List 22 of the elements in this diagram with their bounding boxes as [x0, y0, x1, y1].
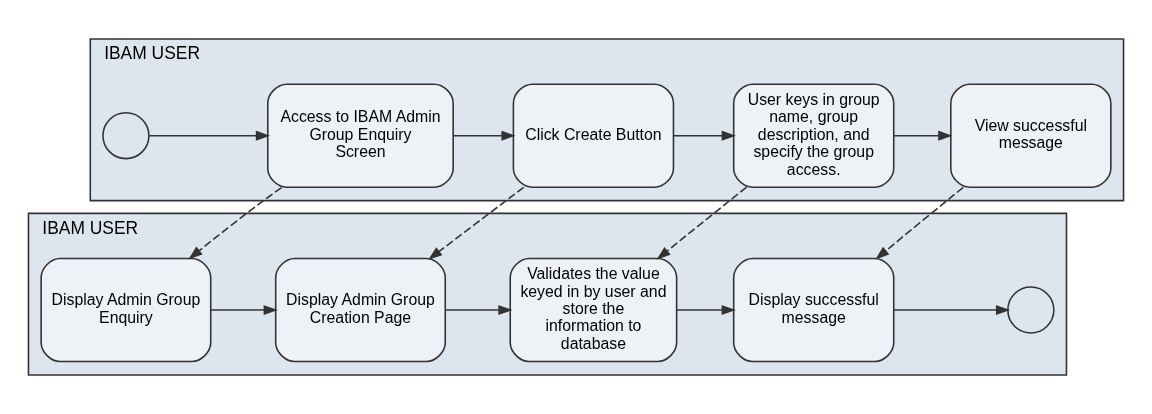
arrow: [148, 130, 271, 141]
node-box: User keys in group name, group description, and specify the group access.: [732, 83, 895, 188]
arrow: [892, 130, 953, 141]
node-box: Click Create Button: [512, 83, 675, 188]
node-box: Access to IBAM Admin Group Enquiry Screen: [266, 83, 454, 188]
arrow: [673, 130, 736, 141]
arrow: [188, 186, 283, 260]
node-box: View successful message: [950, 83, 1112, 188]
arrow: [428, 186, 525, 260]
node-box: Display Admin Group Enquiry: [40, 257, 212, 363]
arrow: [676, 305, 736, 315]
arrow: [892, 305, 1011, 315]
node-box: Display successful message: [732, 257, 895, 363]
node-box: Validates the value keyed in by user and store the information to database: [509, 257, 678, 363]
node-circle: [102, 111, 150, 160]
arrow: [452, 130, 516, 141]
node-box: Display Admin Group Creation Page: [274, 257, 447, 363]
arrow: [656, 186, 748, 260]
node-circle: [1007, 286, 1055, 334]
arrow: [444, 305, 513, 315]
arrow: [210, 305, 278, 315]
arrow: [875, 186, 964, 260]
